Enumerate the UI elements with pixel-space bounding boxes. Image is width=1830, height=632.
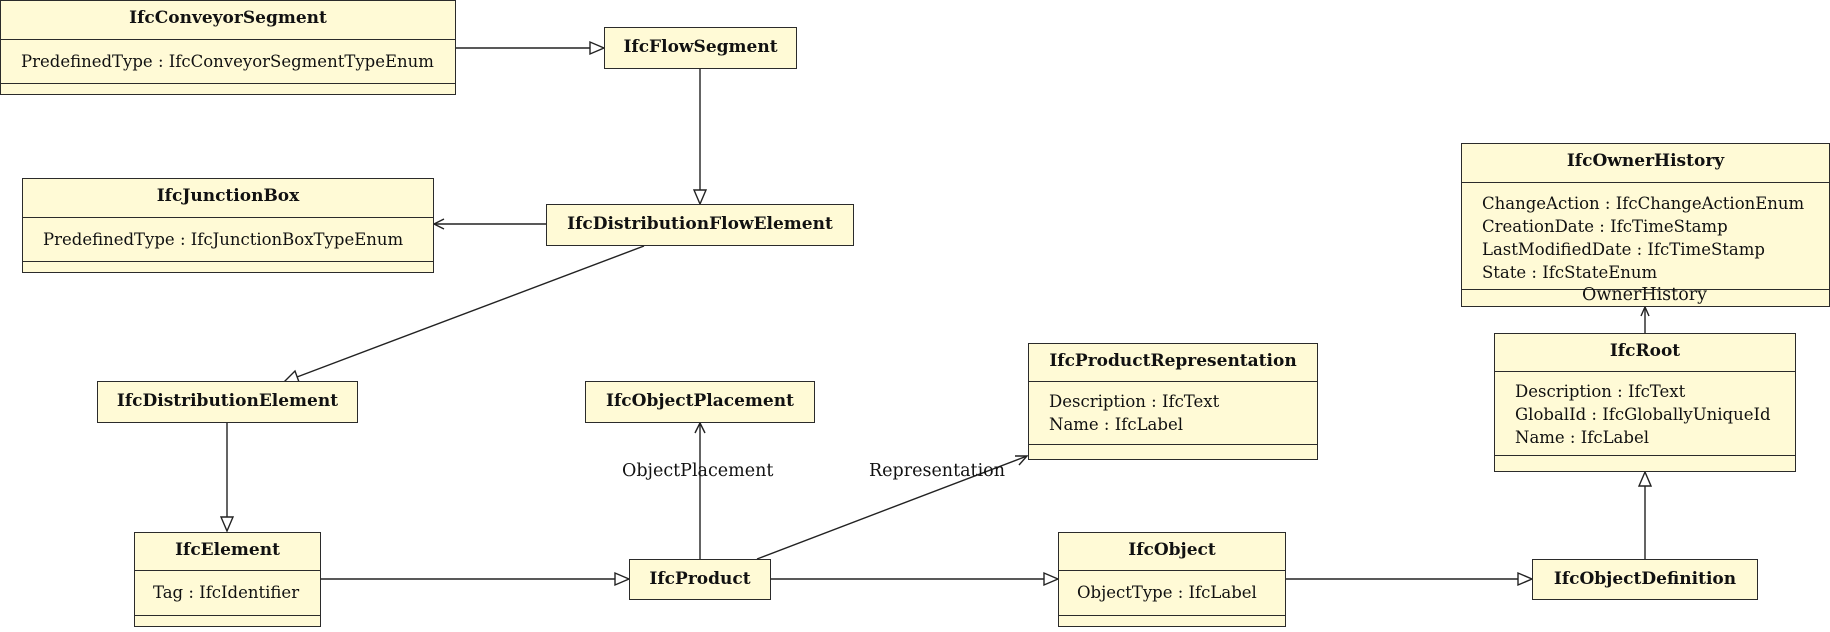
attribute: Description : IfcText [1515,382,1686,401]
attribute-compartment: ChangeAction : IfcChangeActionEnum Creat… [1462,182,1829,289]
class-name: IfcObject [1128,540,1216,560]
attribute: State : IfcStateEnum [1482,263,1658,282]
generalization-arrowhead [219,516,235,533]
class-name: IfcElement [175,540,280,560]
class-ifcjunctionbox: IfcJunctionBox PredefinedType : IfcJunct… [22,178,434,273]
association-label-ownerhistory: OwnerHistory [1582,285,1707,305]
class-name: IfcObjectPlacement [606,391,794,411]
class-name: IfcJunctionBox [156,186,300,206]
class-ifcproduct: IfcProduct [629,559,771,600]
operation-compartment [1029,444,1317,463]
operation-compartment [135,615,320,632]
attribute: Tag : IfcIdentifier [153,583,300,602]
edge-distributionflowelement-to-distributionelement [296,245,645,378]
class-name: IfcDistributionElement [116,391,339,411]
attribute: PredefinedType : IfcJunctionBoxTypeEnum [43,230,404,249]
attribute: Description : IfcText [1049,392,1220,411]
association-label-representation: Representation [869,461,1005,481]
attribute: ChangeAction : IfcChangeActionEnum [1482,194,1805,213]
class-ifcobject: IfcObject ObjectType : IfcLabel [1058,532,1286,627]
generalization-arrowhead [1043,571,1060,587]
attribute-compartment: Description : IfcText Name : IfcLabel [1029,381,1317,444]
class-ifcownerhistory: IfcOwnerHistory ChangeAction : IfcChange… [1461,143,1830,307]
association-label-objectplacement: ObjectPlacement [622,461,774,481]
class-ifcconveyorsegment: IfcConveyorSegment PredefinedType : IfcC… [0,0,456,95]
association-arrowhead [1015,455,1029,466]
operation-compartment [1,83,455,100]
class-name: IfcFlowSegment [623,37,778,57]
class-ifcobjectplacement: IfcObjectPlacement [585,381,815,423]
operation-compartment [1462,289,1829,308]
attribute: LastModifiedDate : IfcTimeStamp [1482,240,1765,259]
attribute: PredefinedType : IfcConveyorSegmentTypeE… [21,52,434,71]
generalization-arrowhead [589,40,606,56]
class-ifcproductrepresentation: IfcProductRepresentation Description : I… [1028,343,1318,460]
operation-compartment [23,261,433,278]
generalization-arrowhead [1517,571,1534,587]
attribute-compartment: Tag : IfcIdentifier [135,570,320,615]
attribute: ObjectType : IfcLabel [1077,583,1257,602]
class-name: IfcConveyorSegment [129,8,327,28]
operation-compartment [1495,455,1795,474]
attribute: Name : IfcLabel [1515,428,1649,447]
association-arrowhead [1640,305,1650,317]
class-name: IfcProductRepresentation [1049,351,1297,371]
edge-product-to-productrepresentation [756,455,1028,560]
class-ifcobjectdefinition: IfcObjectDefinition [1532,559,1758,600]
attribute-compartment: Description : IfcText GlobalId : IfcGlob… [1495,371,1795,455]
generalization-arrowhead [1637,470,1653,487]
attribute-compartment: ObjectType : IfcLabel [1059,570,1285,615]
generalization-arrowhead [692,189,708,206]
class-name: IfcOwnerHistory [1566,151,1725,171]
class-ifcdistributionflowelement: IfcDistributionFlowElement [546,204,854,246]
class-ifcflowsegment: IfcFlowSegment [604,27,797,69]
class-name: IfcRoot [1609,341,1681,361]
class-name: IfcObjectDefinition [1553,569,1737,589]
class-name: IfcDistributionFlowElement [567,214,833,234]
operation-compartment [1059,615,1285,632]
attribute-compartment: PredefinedType : IfcJunctionBoxTypeEnum [23,217,433,261]
class-ifcroot: IfcRoot Description : IfcText GlobalId :… [1494,333,1796,472]
generalization-arrowhead [614,571,631,587]
attribute: GlobalId : IfcGloballyUniqueId [1515,405,1771,424]
attribute: Name : IfcLabel [1049,415,1183,434]
association-arrowhead [694,421,706,434]
class-ifcelement: IfcElement Tag : IfcIdentifier [134,532,321,627]
attribute: CreationDate : IfcTimeStamp [1482,217,1728,236]
class-ifcdistributionelement: IfcDistributionElement [97,381,358,423]
attribute-compartment: PredefinedType : IfcConveyorSegmentTypeE… [1,39,455,83]
class-name: IfcProduct [649,569,751,589]
association-arrowhead [432,218,445,230]
